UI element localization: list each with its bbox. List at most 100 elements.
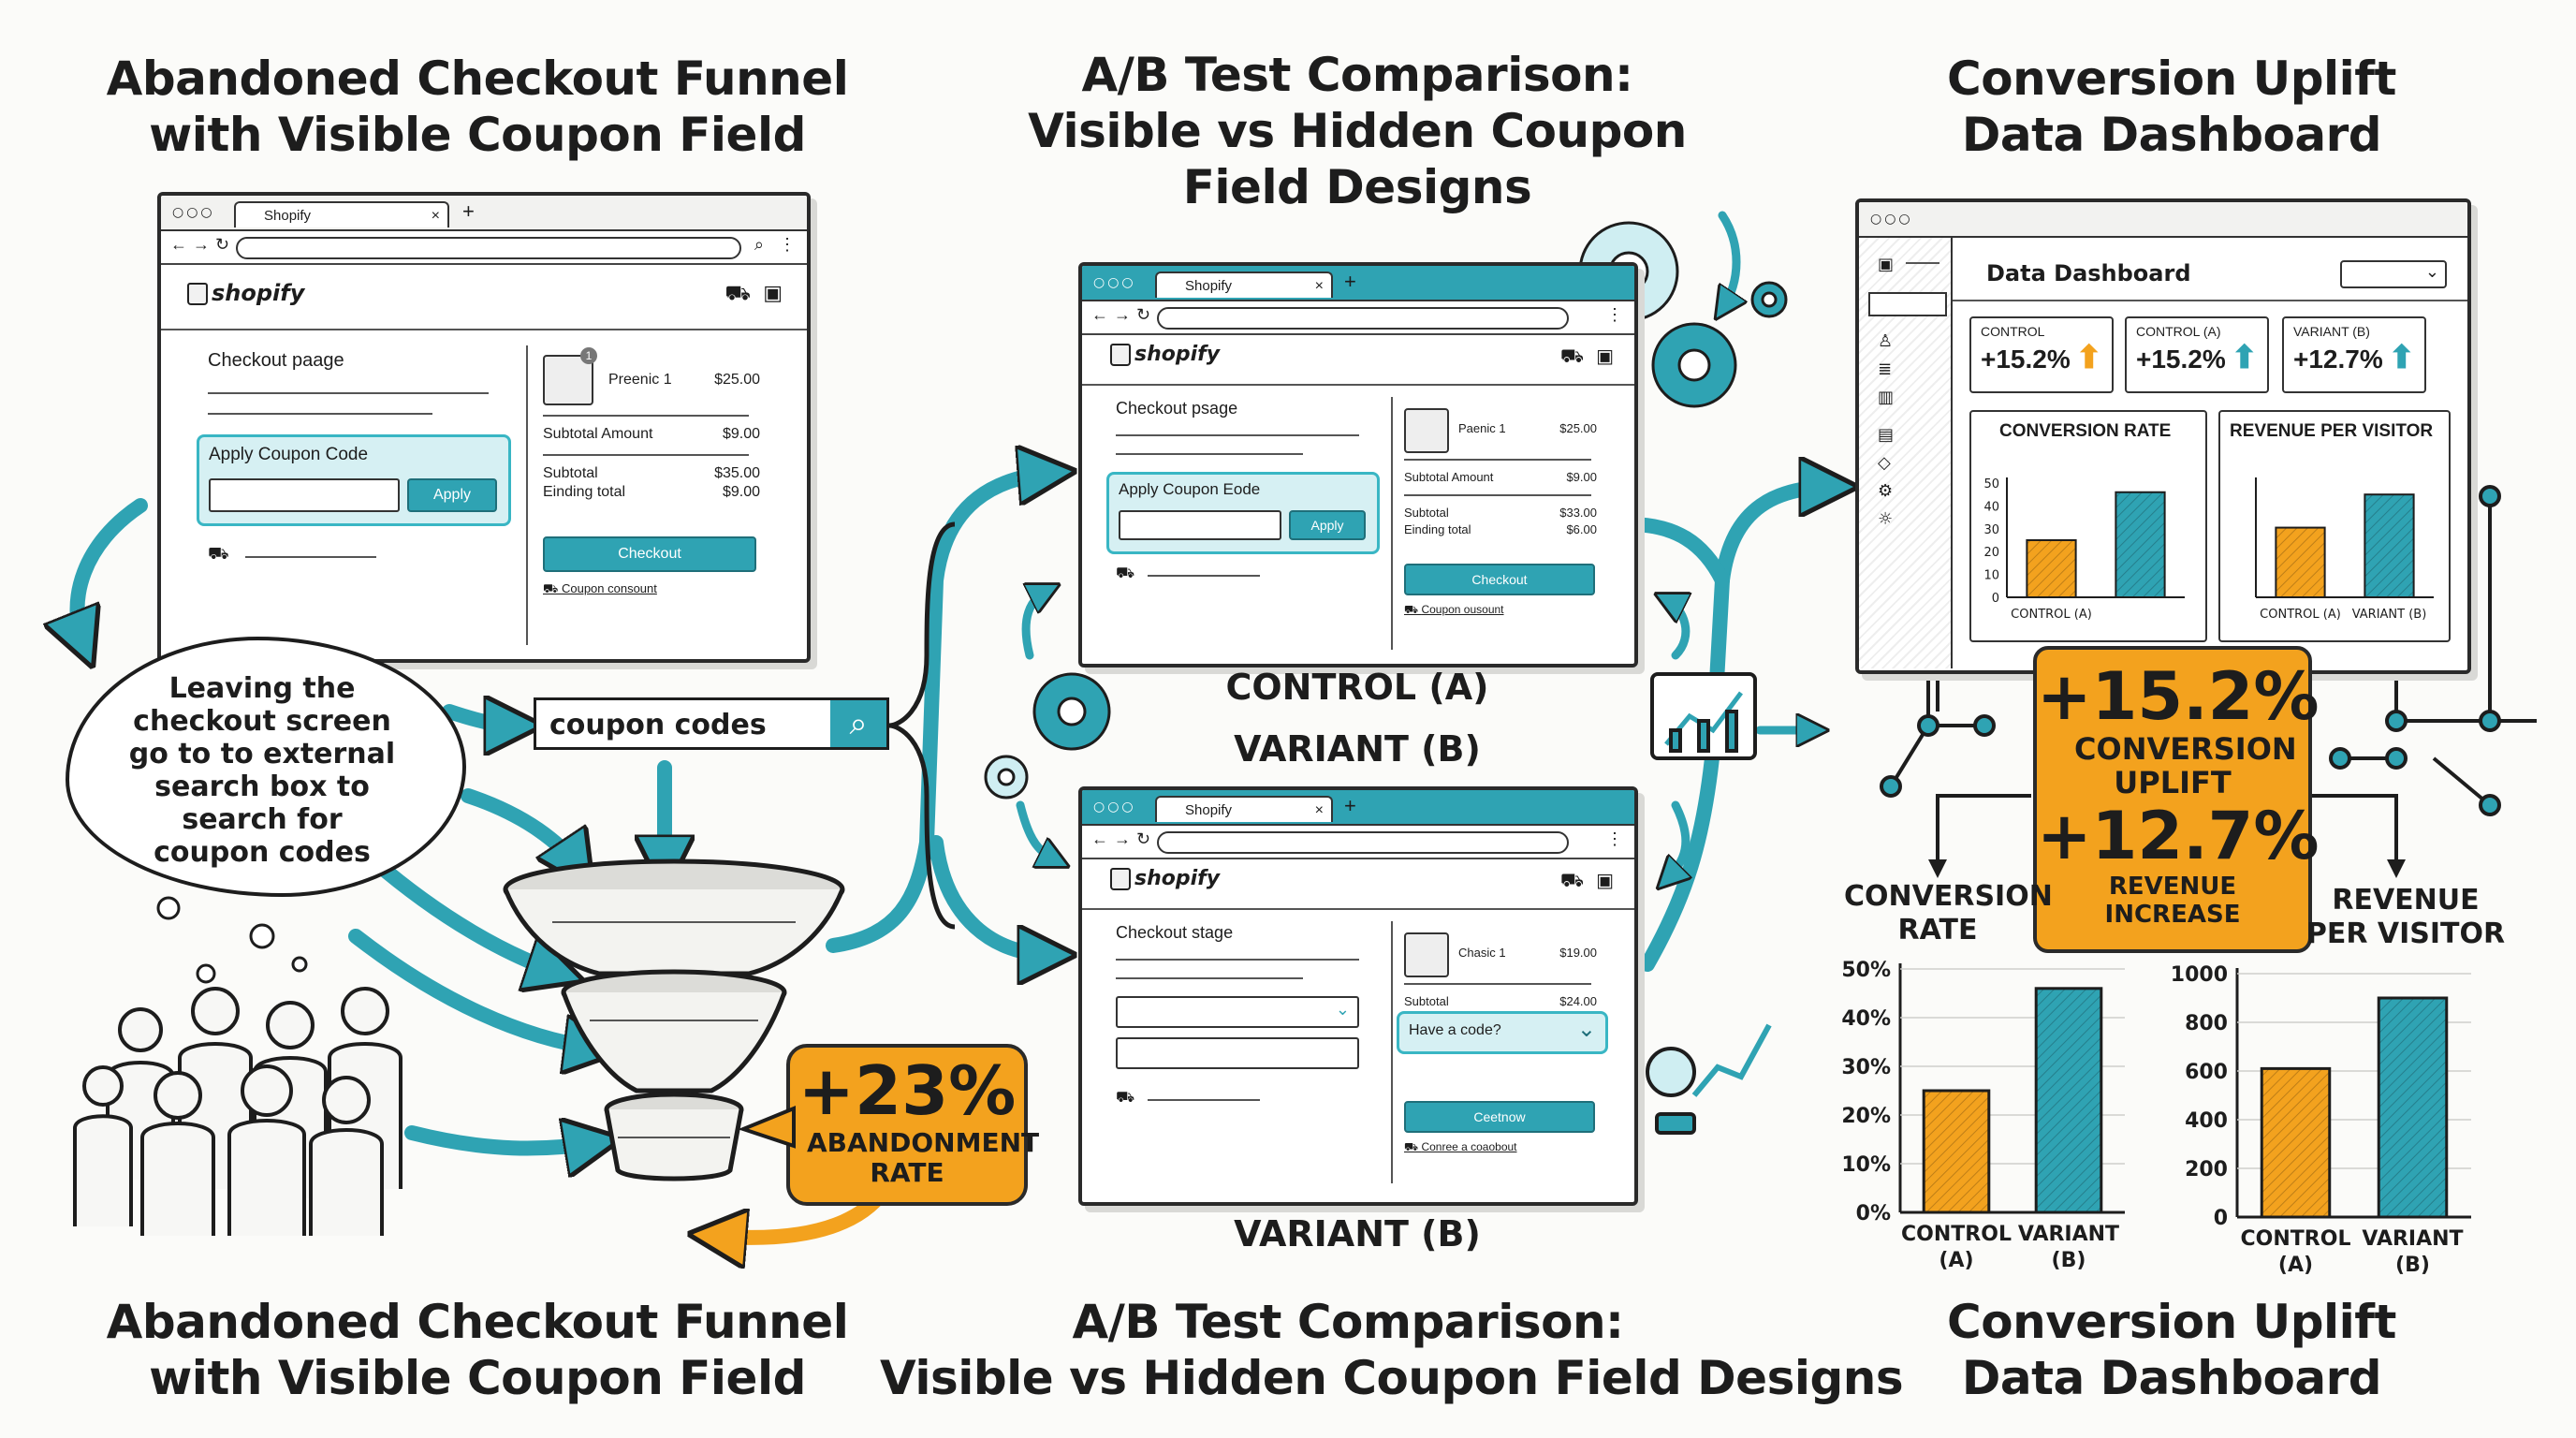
checkout-button[interactable]: Checkout bbox=[543, 536, 756, 572]
mini-bar-variant bbox=[2115, 491, 2166, 598]
tag-icon[interactable]: ◇ bbox=[1878, 453, 1891, 473]
have-a-code-toggle[interactable]: Have a code? ⌄ bbox=[1397, 1011, 1608, 1054]
sidebar-item-active[interactable] bbox=[1868, 292, 1947, 316]
tab-shopify[interactable]: Shopify× bbox=[1155, 796, 1333, 822]
product-count-badge: 1 bbox=[580, 347, 597, 364]
bottom-label-revenue: REVENUE PER VISITOR bbox=[2305, 884, 2506, 950]
close-icon[interactable]: × bbox=[1314, 802, 1324, 818]
kpi-card-control-a: CONTROL (A) +15.2% ⬆ bbox=[2125, 316, 2269, 393]
nav-arrows-icon[interactable]: ←→↻ bbox=[170, 235, 236, 254]
coupon-label: Apply Coupon Eode bbox=[1119, 480, 1261, 498]
subtotal-amount-value: $9.00 bbox=[722, 426, 760, 442]
coupon-link[interactable]: ⛟ Conree a coaobout bbox=[1404, 1140, 1517, 1153]
arrow-up-icon: ⬆ bbox=[2388, 340, 2416, 375]
arrow-loop-5 bbox=[1666, 599, 1686, 660]
bag-icon[interactable]: ▣ bbox=[1596, 345, 1614, 367]
brace bbox=[888, 521, 956, 930]
dashboard-dropdown[interactable]: ⌄ bbox=[2340, 260, 2447, 288]
arrow-split-left bbox=[1928, 794, 2031, 878]
uplift-label-conversion: CONVERSION UPLIFT bbox=[2074, 731, 2297, 800]
chevron-down-icon: ⌄ bbox=[1335, 1000, 1350, 1019]
category-label: CONTROL bbox=[2241, 1227, 2351, 1251]
url-field[interactable] bbox=[1157, 831, 1569, 854]
tab-bar: ○○○ bbox=[1859, 202, 2467, 238]
window-controls[interactable]: ○○○ bbox=[172, 205, 215, 220]
dropdown-field[interactable]: ⌄ bbox=[1116, 996, 1359, 1028]
kpi-card-control: CONTROL +15.2% ⬆ bbox=[1969, 316, 2114, 393]
arrow-gear-loop-3 bbox=[1016, 800, 1058, 861]
url-field[interactable] bbox=[1157, 307, 1569, 330]
menu-icon[interactable]: ⋮ bbox=[779, 235, 796, 254]
window-controls[interactable]: ○○○ bbox=[1093, 800, 1136, 814]
arrow-split-right bbox=[2293, 794, 2406, 878]
category-label: (B) bbox=[2052, 1249, 2086, 1272]
subtotal-label: Subtotal bbox=[1404, 506, 1449, 520]
nav-arrows-icon[interactable]: ←→↻ bbox=[1091, 829, 1157, 848]
apply-coupon-button[interactable]: Apply bbox=[1289, 510, 1366, 540]
arrow-gear-loop-2 bbox=[1021, 590, 1048, 660]
placeholder-line bbox=[1116, 434, 1359, 436]
title-divider bbox=[1953, 300, 2467, 301]
heading-bottom-center: A/B Test Comparison: Visible vs Hidden C… bbox=[880, 1295, 1904, 1405]
panel-title: REVENUE PER VISITOR bbox=[2230, 421, 2434, 441]
tick-label: 400 bbox=[2185, 1109, 2228, 1133]
coupon-link[interactable]: ⛟ Coupon consount bbox=[543, 581, 657, 595]
calendar-icon[interactable]: ▤ bbox=[1878, 425, 1895, 445]
settings-icon[interactable]: ⚙ bbox=[1878, 481, 1894, 501]
placeholder-line bbox=[1116, 959, 1359, 961]
checkout-button[interactable]: Ceetnow bbox=[1404, 1101, 1595, 1133]
close-icon[interactable]: × bbox=[1314, 278, 1324, 294]
cart-icon[interactable]: ⛟ bbox=[1559, 869, 1584, 891]
badge-pointer bbox=[739, 1106, 796, 1149]
menu-icon[interactable]: ⋮ bbox=[1606, 829, 1623, 848]
brand-logo: shopify bbox=[187, 280, 304, 306]
window-controls[interactable]: ○○○ bbox=[1093, 275, 1136, 290]
thought-bubble-text: Leaving the checkout screen go to to ext… bbox=[128, 672, 396, 869]
coupon-input[interactable] bbox=[1119, 510, 1281, 540]
cart-icon[interactable]: ⛟ bbox=[724, 282, 751, 305]
brand-logo: shopify bbox=[1110, 343, 1220, 366]
product-price: $25.00 bbox=[1559, 421, 1597, 435]
category-label: (A) bbox=[2278, 1254, 2313, 1277]
category-label: (A) bbox=[1939, 1249, 1973, 1272]
bag-icon[interactable]: ▣ bbox=[763, 282, 783, 305]
new-tab-icon[interactable]: + bbox=[1344, 794, 1356, 817]
uplift-value-revenue: +12.7% bbox=[2037, 798, 2320, 874]
list-icon[interactable]: ≣ bbox=[1878, 360, 1893, 379]
search-icon[interactable]: ⌕ bbox=[830, 700, 886, 747]
close-icon[interactable]: × bbox=[431, 208, 440, 224]
user-icon[interactable]: ♙ bbox=[1878, 331, 1894, 351]
coupon-input[interactable] bbox=[209, 478, 400, 512]
help-icon[interactable]: ☼ bbox=[1878, 509, 1894, 529]
address-bar: ←→↻ ⋮ bbox=[1082, 301, 1634, 335]
new-tab-icon[interactable]: + bbox=[462, 199, 475, 223]
tab-shopify[interactable]: Shopify× bbox=[234, 201, 449, 227]
cart-icon[interactable]: ⛟ bbox=[1559, 345, 1584, 367]
tick-label: 20% bbox=[1841, 1105, 1891, 1128]
chart-icon[interactable]: ▥ bbox=[1878, 388, 1895, 407]
tick-label: 10% bbox=[1841, 1153, 1891, 1177]
product-price: $19.00 bbox=[1559, 946, 1597, 960]
arrow-people-funnel-3 bbox=[404, 1133, 599, 1149]
cart-small-icon: ⛟ bbox=[1116, 1088, 1135, 1106]
text-field[interactable] bbox=[1116, 1037, 1359, 1069]
kpi-label: CONTROL bbox=[1981, 324, 2045, 339]
url-field[interactable] bbox=[236, 237, 741, 259]
mini-tick-label: 30 bbox=[1983, 523, 1999, 537]
tab-shopify[interactable]: Shopify× bbox=[1155, 271, 1333, 298]
summary-divider bbox=[1391, 921, 1393, 1183]
header-divider bbox=[1082, 384, 1634, 386]
category-label: VARIANT bbox=[2362, 1227, 2463, 1251]
new-tab-icon[interactable]: + bbox=[1344, 270, 1356, 293]
apply-coupon-button[interactable]: Apply bbox=[407, 478, 497, 512]
nav-arrows-icon[interactable]: ←→↻ bbox=[1091, 305, 1157, 324]
external-search-box[interactable]: coupon codes ⌕ bbox=[534, 697, 889, 750]
coupon-section: Apply Coupon Eode Apply bbox=[1106, 472, 1380, 554]
window-controls[interactable]: ○○○ bbox=[1870, 212, 1913, 227]
checkout-button[interactable]: Checkout bbox=[1404, 564, 1595, 595]
coupon-link[interactable]: ⛟ Coupon ousount bbox=[1404, 603, 1504, 616]
bag-icon[interactable]: ▣ bbox=[1596, 869, 1614, 891]
menu-icon[interactable]: ⋮ bbox=[1606, 305, 1623, 324]
product-name: Paenic 1 bbox=[1458, 421, 1506, 435]
search-icon[interactable]: ⌕ bbox=[754, 235, 764, 254]
